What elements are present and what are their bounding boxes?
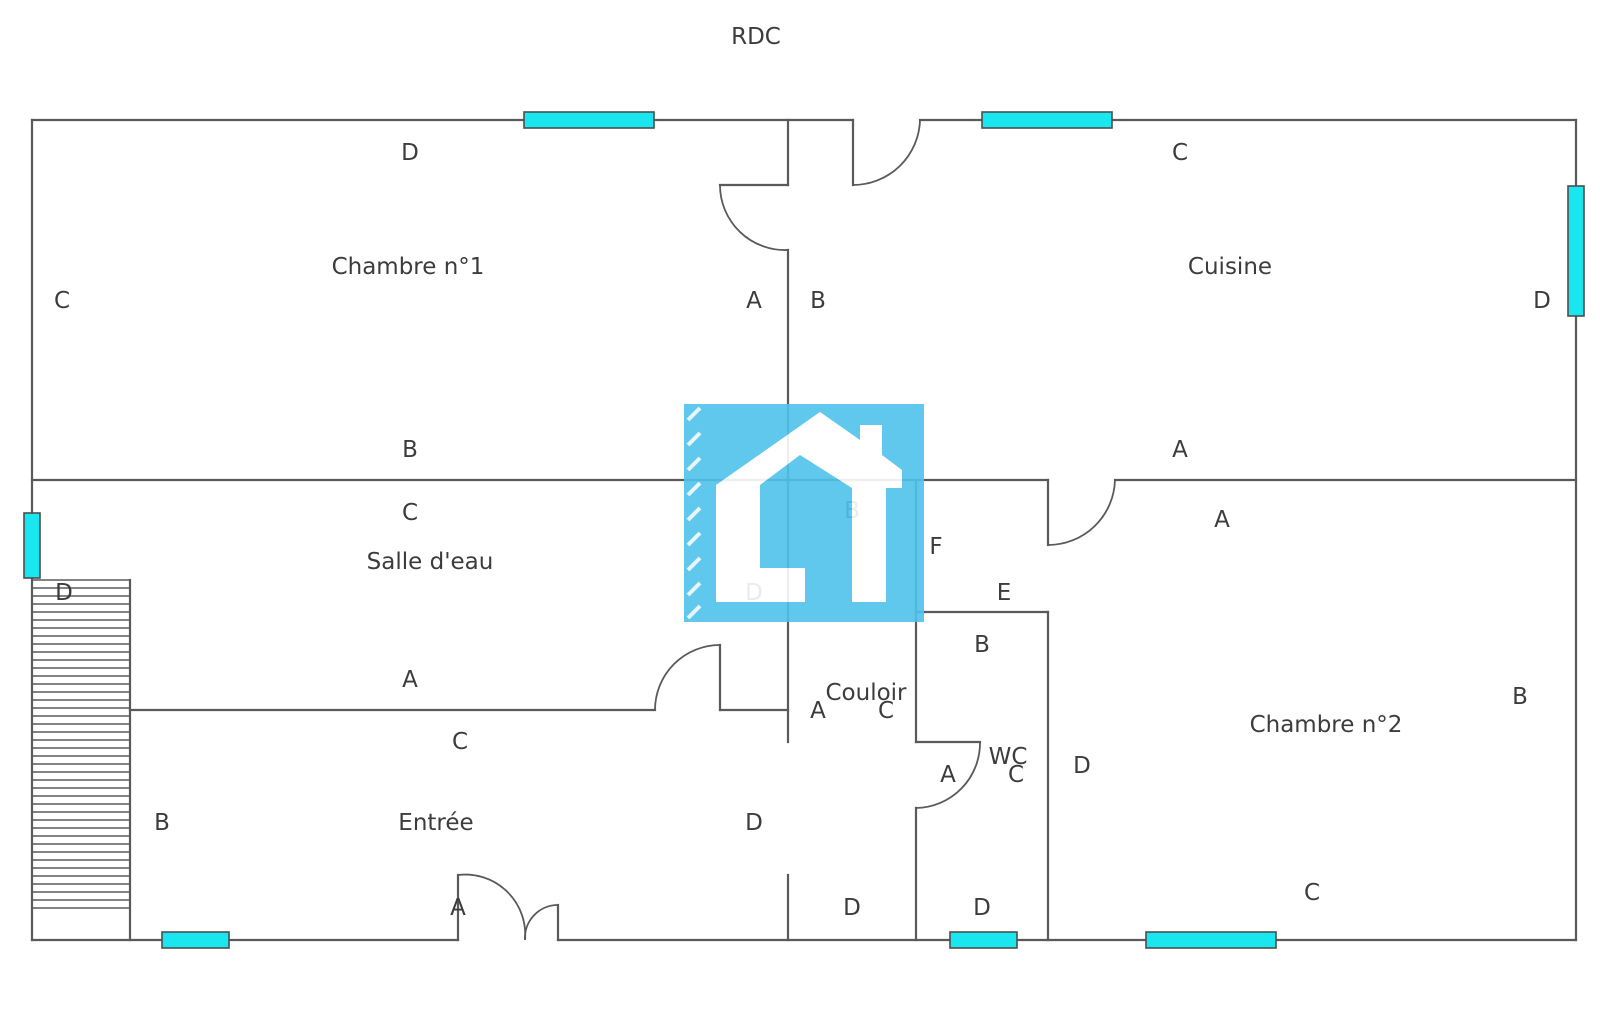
staircase [32, 579, 130, 909]
wall-label: A [450, 895, 466, 921]
walls [30, 118, 1578, 942]
wall-label: B [402, 437, 418, 463]
wall-label: D [1073, 753, 1091, 779]
wall-label: B [974, 632, 990, 658]
wall-label: C [402, 500, 418, 526]
wall-label: C [878, 698, 894, 724]
room-labels: Chambre n°1 Cuisine Salle d'eau Entrée C… [332, 254, 1403, 836]
house-logo-icon [684, 404, 924, 622]
room-chambre-1: Chambre n°1 [332, 254, 485, 280]
window [161, 931, 230, 949]
wall-label: C [1172, 140, 1188, 166]
room-couloir: Couloir [825, 680, 907, 706]
wall-label: B [1512, 684, 1528, 710]
wall-label: F [929, 534, 942, 560]
wall-label: D [401, 140, 419, 166]
wall-label: D [745, 810, 763, 836]
plan-title: RDC [731, 24, 781, 50]
window [523, 111, 655, 129]
wall-label: D [843, 895, 861, 921]
room-wc: WC [989, 744, 1028, 770]
wall-label: A [1214, 507, 1230, 533]
wall-letters: D C A B C B D A C D D A C B D A B F A C … [54, 140, 1551, 921]
window [1567, 185, 1585, 317]
wall-label: C [1008, 762, 1024, 788]
wall-label: A [940, 762, 956, 788]
room-chambre-2: Chambre n°2 [1250, 712, 1403, 738]
wall-label: D [1533, 288, 1551, 314]
window [949, 931, 1018, 949]
room-entree: Entrée [398, 810, 473, 836]
wall-label: D [55, 580, 73, 606]
window [1145, 931, 1277, 949]
wall-label: B [810, 288, 826, 314]
wall-label: C [54, 288, 70, 314]
wall-label: A [810, 698, 826, 724]
windows [23, 111, 1585, 949]
wall-label: E [997, 580, 1012, 606]
room-salle-eau: Salle d'eau [367, 549, 494, 575]
window [23, 512, 41, 579]
room-cuisine: Cuisine [1188, 254, 1272, 280]
doors [457, 119, 1116, 941]
wall-label: A [402, 667, 418, 693]
wall-label: A [746, 288, 762, 314]
wall-label: B [154, 810, 170, 836]
wall-label: C [1304, 880, 1320, 906]
wall-label: C [452, 729, 468, 755]
wall-label: A [1172, 437, 1188, 463]
window [981, 111, 1113, 129]
wall-label: D [973, 895, 991, 921]
